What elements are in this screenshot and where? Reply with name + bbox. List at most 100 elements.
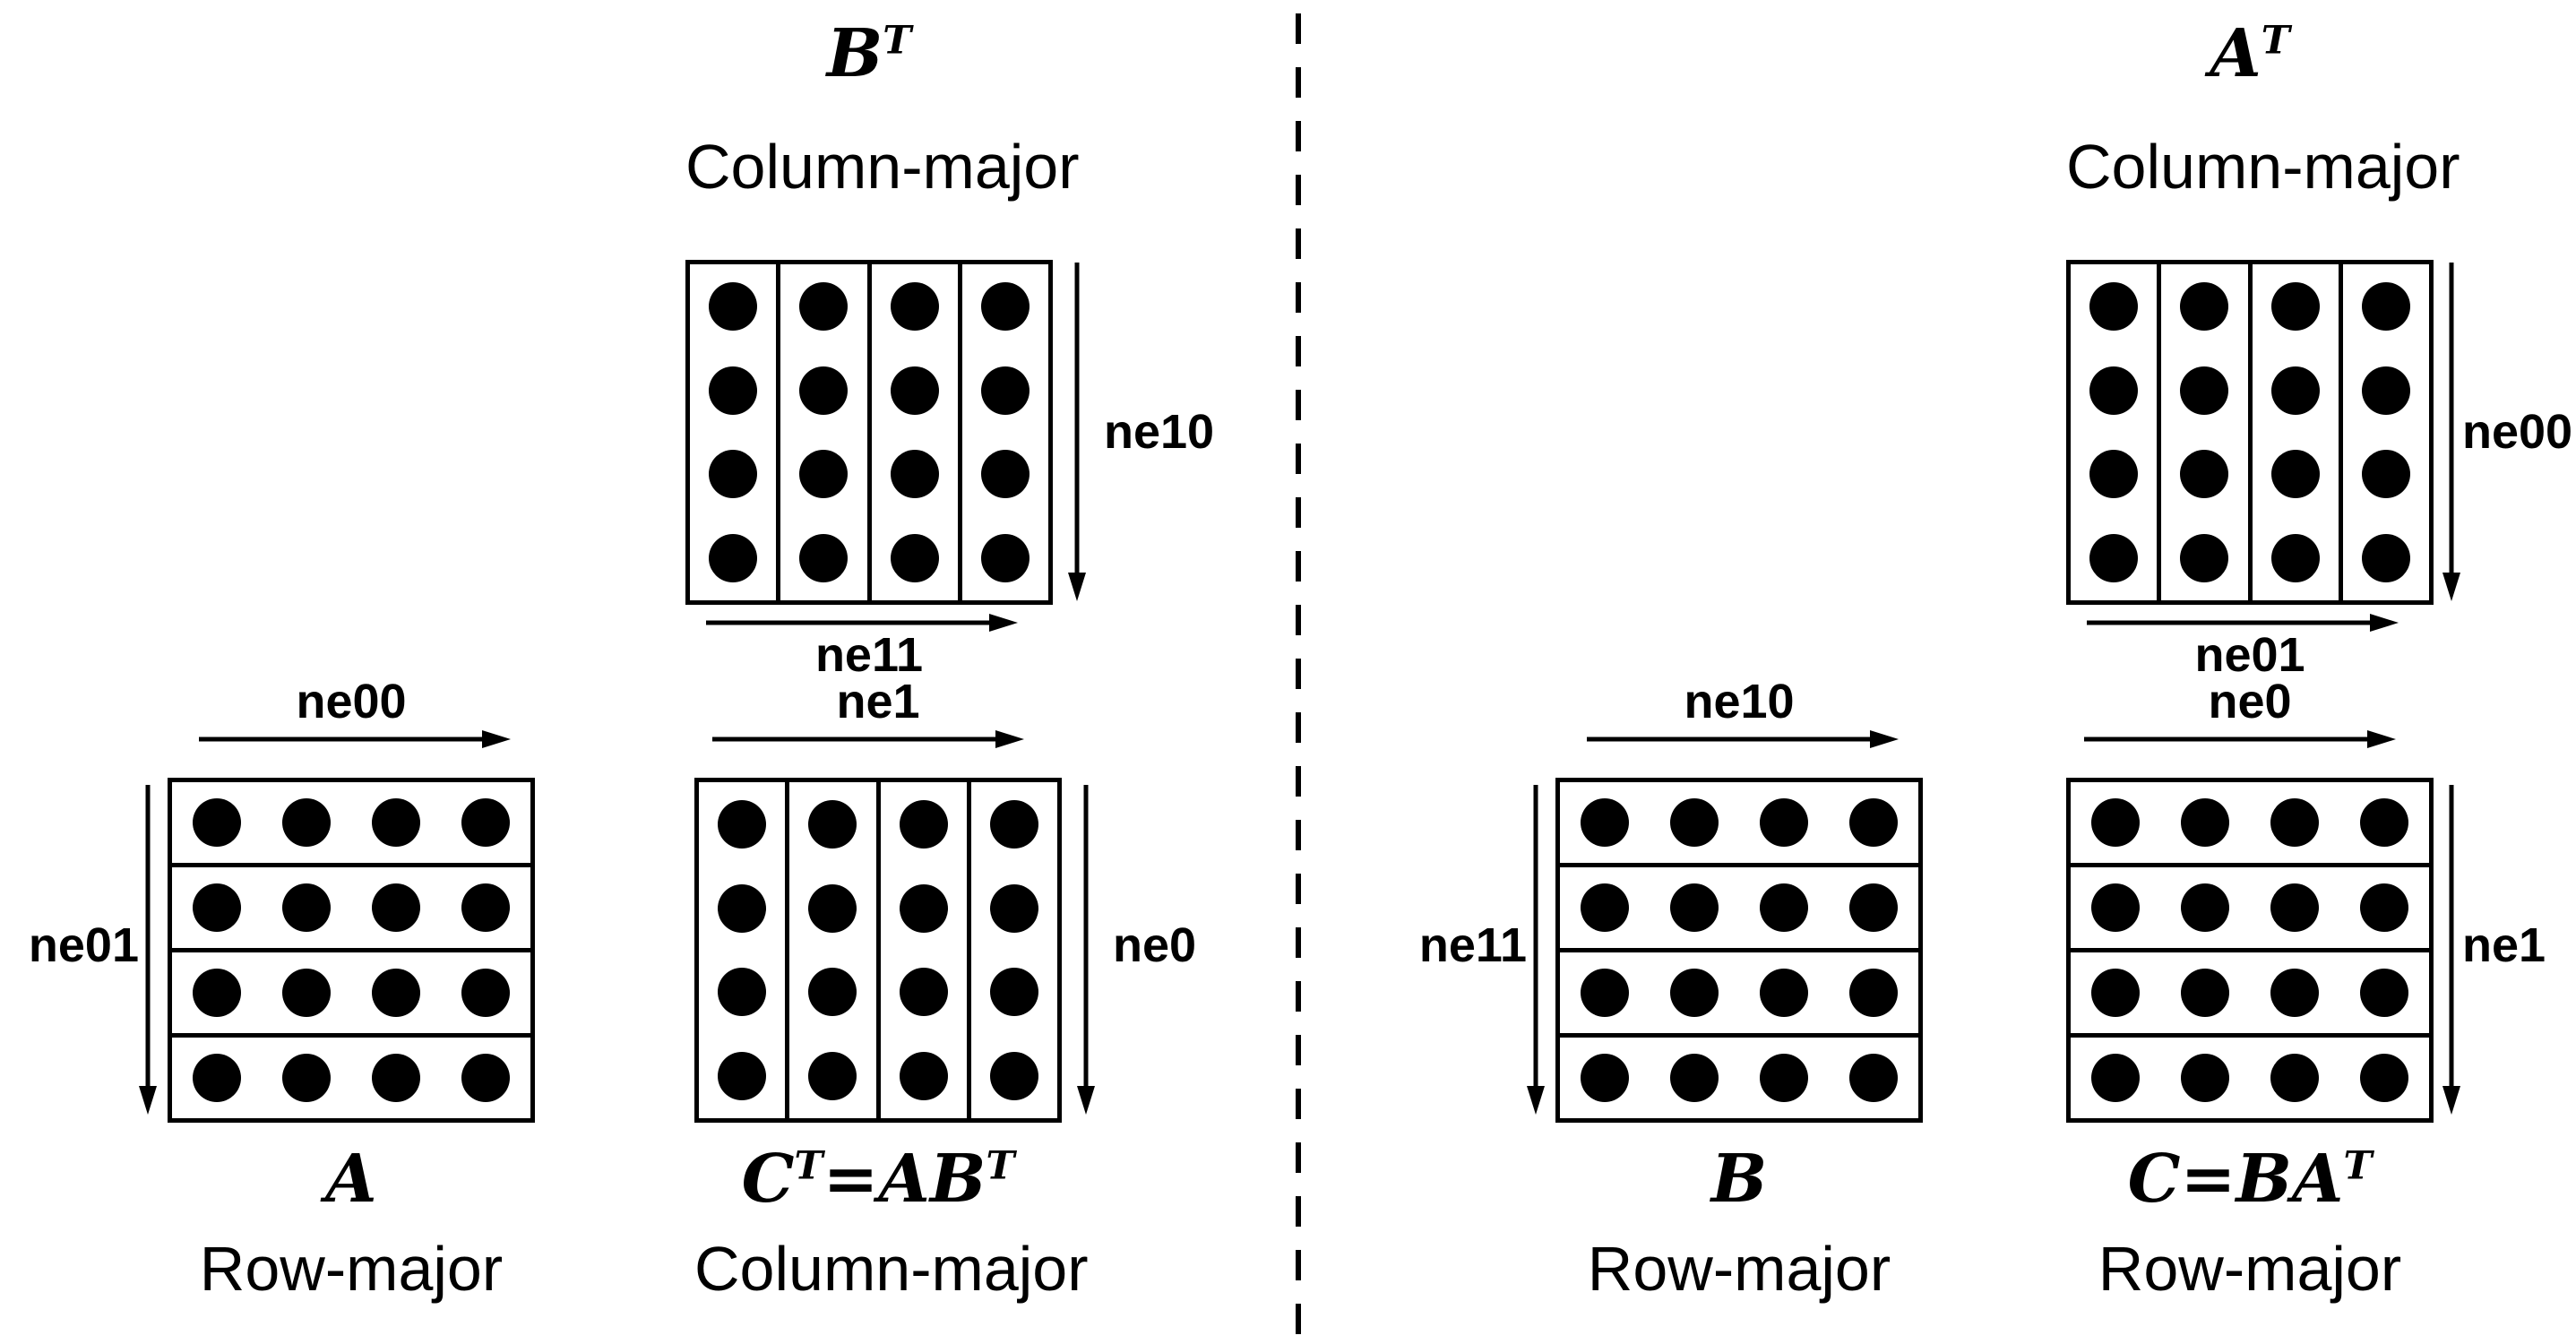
matrix-element-dot — [2270, 969, 2319, 1017]
matrix-element-dot — [2180, 281, 2229, 331]
matrix-element-dot — [808, 799, 857, 849]
matrix-element-dot — [1670, 798, 1719, 847]
matrix-element-dot — [2181, 798, 2229, 847]
matrix-element-dot — [2180, 450, 2229, 499]
matrix-element-dot — [372, 969, 420, 1017]
at-rows-arrow-down-icon — [2442, 263, 2460, 601]
matrix-element-dot — [980, 450, 1030, 499]
ct-matrix — [694, 778, 1062, 1123]
c-cols-arrow-right-icon — [2084, 730, 2396, 748]
matrix-element-dot — [372, 798, 420, 847]
matrix-element-dot — [808, 1052, 857, 1101]
matrix-element-dot — [2270, 450, 2320, 499]
matrix-row-strip — [1560, 782, 1918, 863]
matrix-element-dot — [890, 534, 939, 583]
matrix-element-dot — [799, 450, 849, 499]
a-top-label: ne00 — [296, 675, 407, 728]
matrix-element-dot — [461, 969, 510, 1017]
matrix-column-strip — [2247, 264, 2339, 600]
matrix-element-dot — [2180, 366, 2229, 415]
matrix-row-strip — [2071, 948, 2429, 1033]
c-matrix — [2066, 778, 2434, 1123]
matrix-element-dot — [1670, 969, 1719, 1017]
matrix-element-dot — [718, 799, 767, 849]
title-text: A — [2210, 15, 2262, 92]
matrix-element-dot — [461, 798, 510, 847]
matrix-column-strip — [2157, 264, 2247, 600]
matrix-row-strip — [1560, 948, 1918, 1033]
at-bottom-label: ne01 — [2194, 628, 2305, 682]
at-layout-label: Column-major — [2066, 132, 2460, 202]
matrix-element-dot — [2360, 883, 2408, 932]
matrix-element-dot — [2360, 798, 2408, 847]
matrix-element-dot — [1670, 883, 1719, 932]
matrix-element-dot — [2360, 969, 2408, 1017]
matrix-element-dot — [282, 1054, 331, 1102]
matrix-element-dot — [2089, 534, 2139, 583]
matrix-element-dot — [193, 1054, 241, 1102]
matrix-element-dot — [899, 799, 948, 849]
matrix-row-strip — [172, 782, 530, 863]
bt-matrix — [685, 260, 1053, 605]
a-matrix — [168, 778, 535, 1123]
a-rows-arrow-down-icon — [139, 785, 157, 1115]
matrix-element-dot — [282, 798, 331, 847]
panel-divider — [1296, 13, 1301, 1335]
c-right-label: ne1 — [2462, 918, 2546, 972]
matrix-element-dot — [2361, 450, 2410, 499]
bt-title: BT — [685, 17, 1053, 90]
matrix-element-dot — [1581, 798, 1629, 847]
matrix-element-dot — [709, 366, 758, 415]
title-text: A — [325, 1141, 377, 1218]
matrix-element-dot — [1670, 1054, 1719, 1102]
c-layout-label: Row-major — [2098, 1234, 2402, 1304]
at-matrix — [2066, 260, 2434, 605]
bt-rows-arrow-down-icon — [1068, 263, 1086, 601]
title-text: C=BA — [2127, 1141, 2344, 1218]
a-layout-label: Row-major — [199, 1234, 504, 1304]
matrix-element-dot — [2180, 534, 2229, 583]
matrix-element-dot — [2181, 883, 2229, 932]
c-rows-arrow-down-icon — [2442, 785, 2460, 1115]
matrix-element-dot — [980, 534, 1030, 583]
at-cols-arrow-right-icon — [2087, 614, 2399, 632]
ct-layout-label: Column-major — [694, 1234, 1089, 1304]
matrix-column-strip — [690, 264, 776, 600]
b-title: B — [1555, 1142, 1923, 1216]
matrix-element-dot — [193, 798, 241, 847]
matrix-element-dot — [1849, 1054, 1898, 1102]
matrix-element-dot — [1849, 883, 1898, 932]
matrix-element-dot — [2181, 969, 2229, 1017]
matrix-element-dot — [980, 281, 1030, 331]
b-rows-arrow-down-icon — [1527, 785, 1545, 1115]
matrix-column-strip — [699, 782, 785, 1118]
matrix-element-dot — [718, 883, 767, 933]
matrix-element-dot — [890, 450, 939, 499]
matrix-element-dot — [709, 534, 758, 583]
matrix-element-dot — [2089, 450, 2139, 499]
superscript-t: T — [986, 1143, 1015, 1189]
matrix-element-dot — [709, 450, 758, 499]
matrix-element-dot — [980, 366, 1030, 415]
matrix-element-dot — [1760, 969, 1808, 1017]
title-text: C — [741, 1141, 795, 1218]
matrix-row-strip — [172, 863, 530, 948]
matrix-element-dot — [808, 883, 857, 933]
matrix-element-dot — [989, 1052, 1038, 1101]
bt-layout-label: Column-major — [685, 132, 1080, 202]
matrix-element-dot — [1760, 883, 1808, 932]
matrix-element-dot — [799, 366, 849, 415]
c-title: C=BAT — [2066, 1141, 2434, 1218]
matrix-element-dot — [2091, 969, 2140, 1017]
b-left-label: ne11 — [1418, 918, 1527, 972]
bt-cols-arrow-right-icon — [706, 614, 1018, 632]
matrix-element-dot — [2270, 534, 2320, 583]
matrix-row-strip — [2071, 863, 2429, 948]
matrix-element-dot — [2270, 281, 2320, 331]
matrix-element-dot — [2361, 534, 2410, 583]
matrix-element-dot — [2270, 1054, 2319, 1102]
a-title: A — [168, 1141, 535, 1218]
b-top-label: ne10 — [1684, 675, 1795, 728]
matrix-element-dot — [1581, 1054, 1629, 1102]
